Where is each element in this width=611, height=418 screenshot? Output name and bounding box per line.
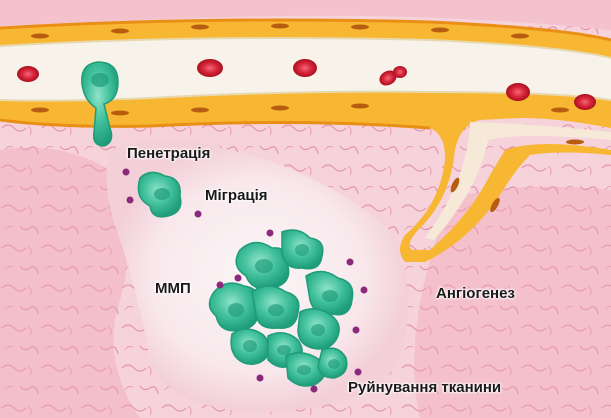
label-migration: Міграція — [205, 188, 268, 203]
label-tissue-destruction: Руйнування тканини — [348, 380, 501, 395]
red-blood-cell — [197, 59, 223, 77]
red-blood-cell — [506, 83, 530, 101]
label-mmp: ММП — [155, 281, 191, 296]
red-blood-cell — [293, 59, 317, 77]
label-penetration: Пенетрація — [127, 146, 210, 161]
red-blood-cell — [574, 94, 596, 110]
red-blood-cell — [17, 66, 39, 82]
red-blood-cell — [393, 66, 407, 78]
label-angiogenesis: Ангіогенез — [436, 286, 515, 301]
